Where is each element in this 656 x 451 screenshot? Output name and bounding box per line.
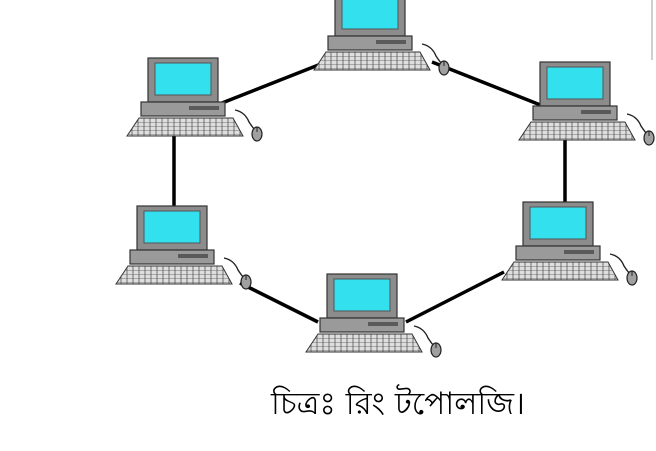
computer-node-upper-left [126, 57, 263, 142]
computer-node-lower-right [501, 201, 638, 286]
link-upper-left-top [221, 60, 327, 105]
caption-text: চিত্রঃ রিং টপোলজি। [270, 386, 526, 422]
link-bottom-lower-left [239, 281, 319, 324]
link-top-upper-right [431, 60, 549, 110]
link-lower-right-bottom [405, 270, 505, 324]
computer-node-top [313, 0, 450, 76]
computer-node-lower-left [115, 205, 252, 290]
edge-divider [651, 0, 653, 60]
ring-links [172, 60, 567, 324]
figure-caption: চিত্রঃ রিং টপোলজি। [0, 380, 656, 432]
